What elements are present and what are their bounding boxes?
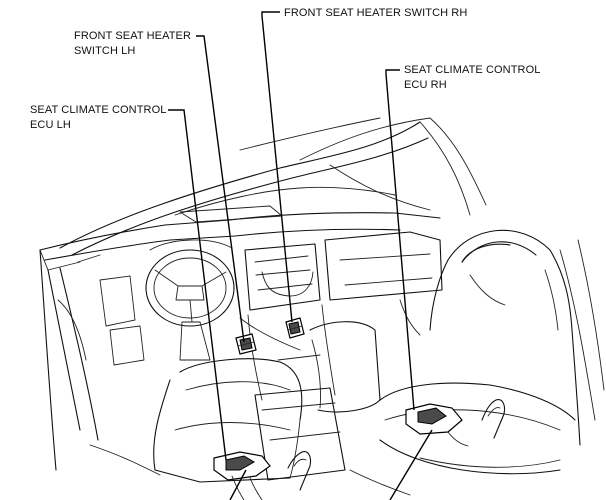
label-seat-climate-control-ecu-rh-line1: SEAT CLIMATE CONTROL (404, 64, 540, 76)
front-seat-heater-switch-rh-part (285, 317, 305, 339)
leader-front-seat-heater-switch-lh (196, 35, 245, 343)
label-seat-climate-control-ecu-lh-line2: ECU LH (30, 119, 71, 131)
label-front-seat-heater-switch-lh-line1: FRONT SEAT HEATER (74, 30, 191, 42)
labels: FRONT SEAT HEATER SWITCH RH FRONT SEAT H… (30, 7, 540, 131)
leader-front-seat-heater-switch-rh (261, 11, 293, 323)
leader-seat-climate-control-ecu-rh (385, 69, 415, 411)
leader-seat-climate-control-ecu-lh (168, 109, 227, 461)
seat-climate-control-ecu-rh-part (405, 399, 506, 447)
vehicle-body-outline (39, 117, 605, 496)
leader-bottom-right (389, 429, 433, 500)
front-seat-heater-switch-lh-part (235, 333, 257, 355)
label-front-seat-heater-switch-rh: FRONT SEAT HEATER SWITCH RH (284, 7, 467, 19)
label-front-seat-heater-switch-lh-line2: SWITCH LH (74, 45, 135, 57)
leader-bottom-left (229, 469, 247, 500)
leader-lines (168, 11, 433, 500)
seat-climate-control-ecu-lh-part (213, 451, 312, 500)
label-seat-climate-control-ecu-rh-line2: ECU RH (404, 79, 447, 91)
label-seat-climate-control-ecu-lh-line1: SEAT CLIMATE CONTROL (30, 104, 166, 116)
